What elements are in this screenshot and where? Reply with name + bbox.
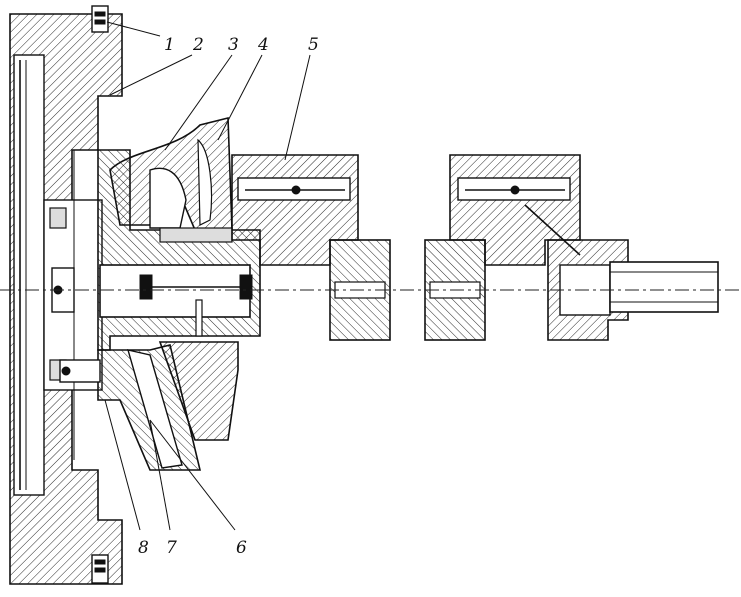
callout-6: 6: [236, 538, 247, 558]
flywheel-face: [13, 54, 45, 496]
flywheel: [9, 5, 123, 585]
crank-journal-1: [231, 154, 391, 341]
callout-1: 1: [164, 35, 175, 55]
callout-3: 3: [228, 35, 239, 55]
leaders: [104, 21, 311, 531]
callout-2: 2: [192, 35, 204, 55]
callout-4: 4: [257, 35, 269, 55]
crank-flange: [97, 149, 261, 351]
callout-5: 5: [308, 35, 319, 55]
rear-seal-housing: [109, 116, 233, 243]
lower-seal-housing: [59, 341, 239, 471]
ring-gear-top: [91, 5, 109, 33]
callout-8: 8: [138, 538, 149, 558]
callout-7: 7: [166, 538, 177, 558]
